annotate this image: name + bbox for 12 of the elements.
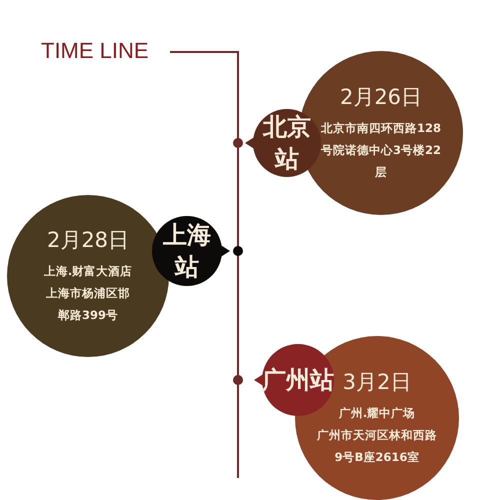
station-label: 北京站 <box>262 112 312 175</box>
date-text: 2月26日 <box>340 84 422 111</box>
date-text: 3月2日 <box>342 369 412 396</box>
address-text: 广州市天河区林和西路9号B座2616室 <box>316 427 438 466</box>
venue-text: 广州.耀中广场 <box>338 405 416 422</box>
address-text: 北京市南四环西路128号院诺德中心3号楼22层 <box>320 120 442 181</box>
date-text: 2月28日 <box>46 227 130 254</box>
station-label: 广州站 <box>262 365 334 396</box>
timeline-title: TIME LINE <box>41 38 149 64</box>
station-label: 上海站 <box>162 220 212 283</box>
address-text: 上海市杨浦区邯郸路399号 <box>45 285 131 324</box>
venue-text: 上海.财富大酒店 <box>43 263 133 280</box>
